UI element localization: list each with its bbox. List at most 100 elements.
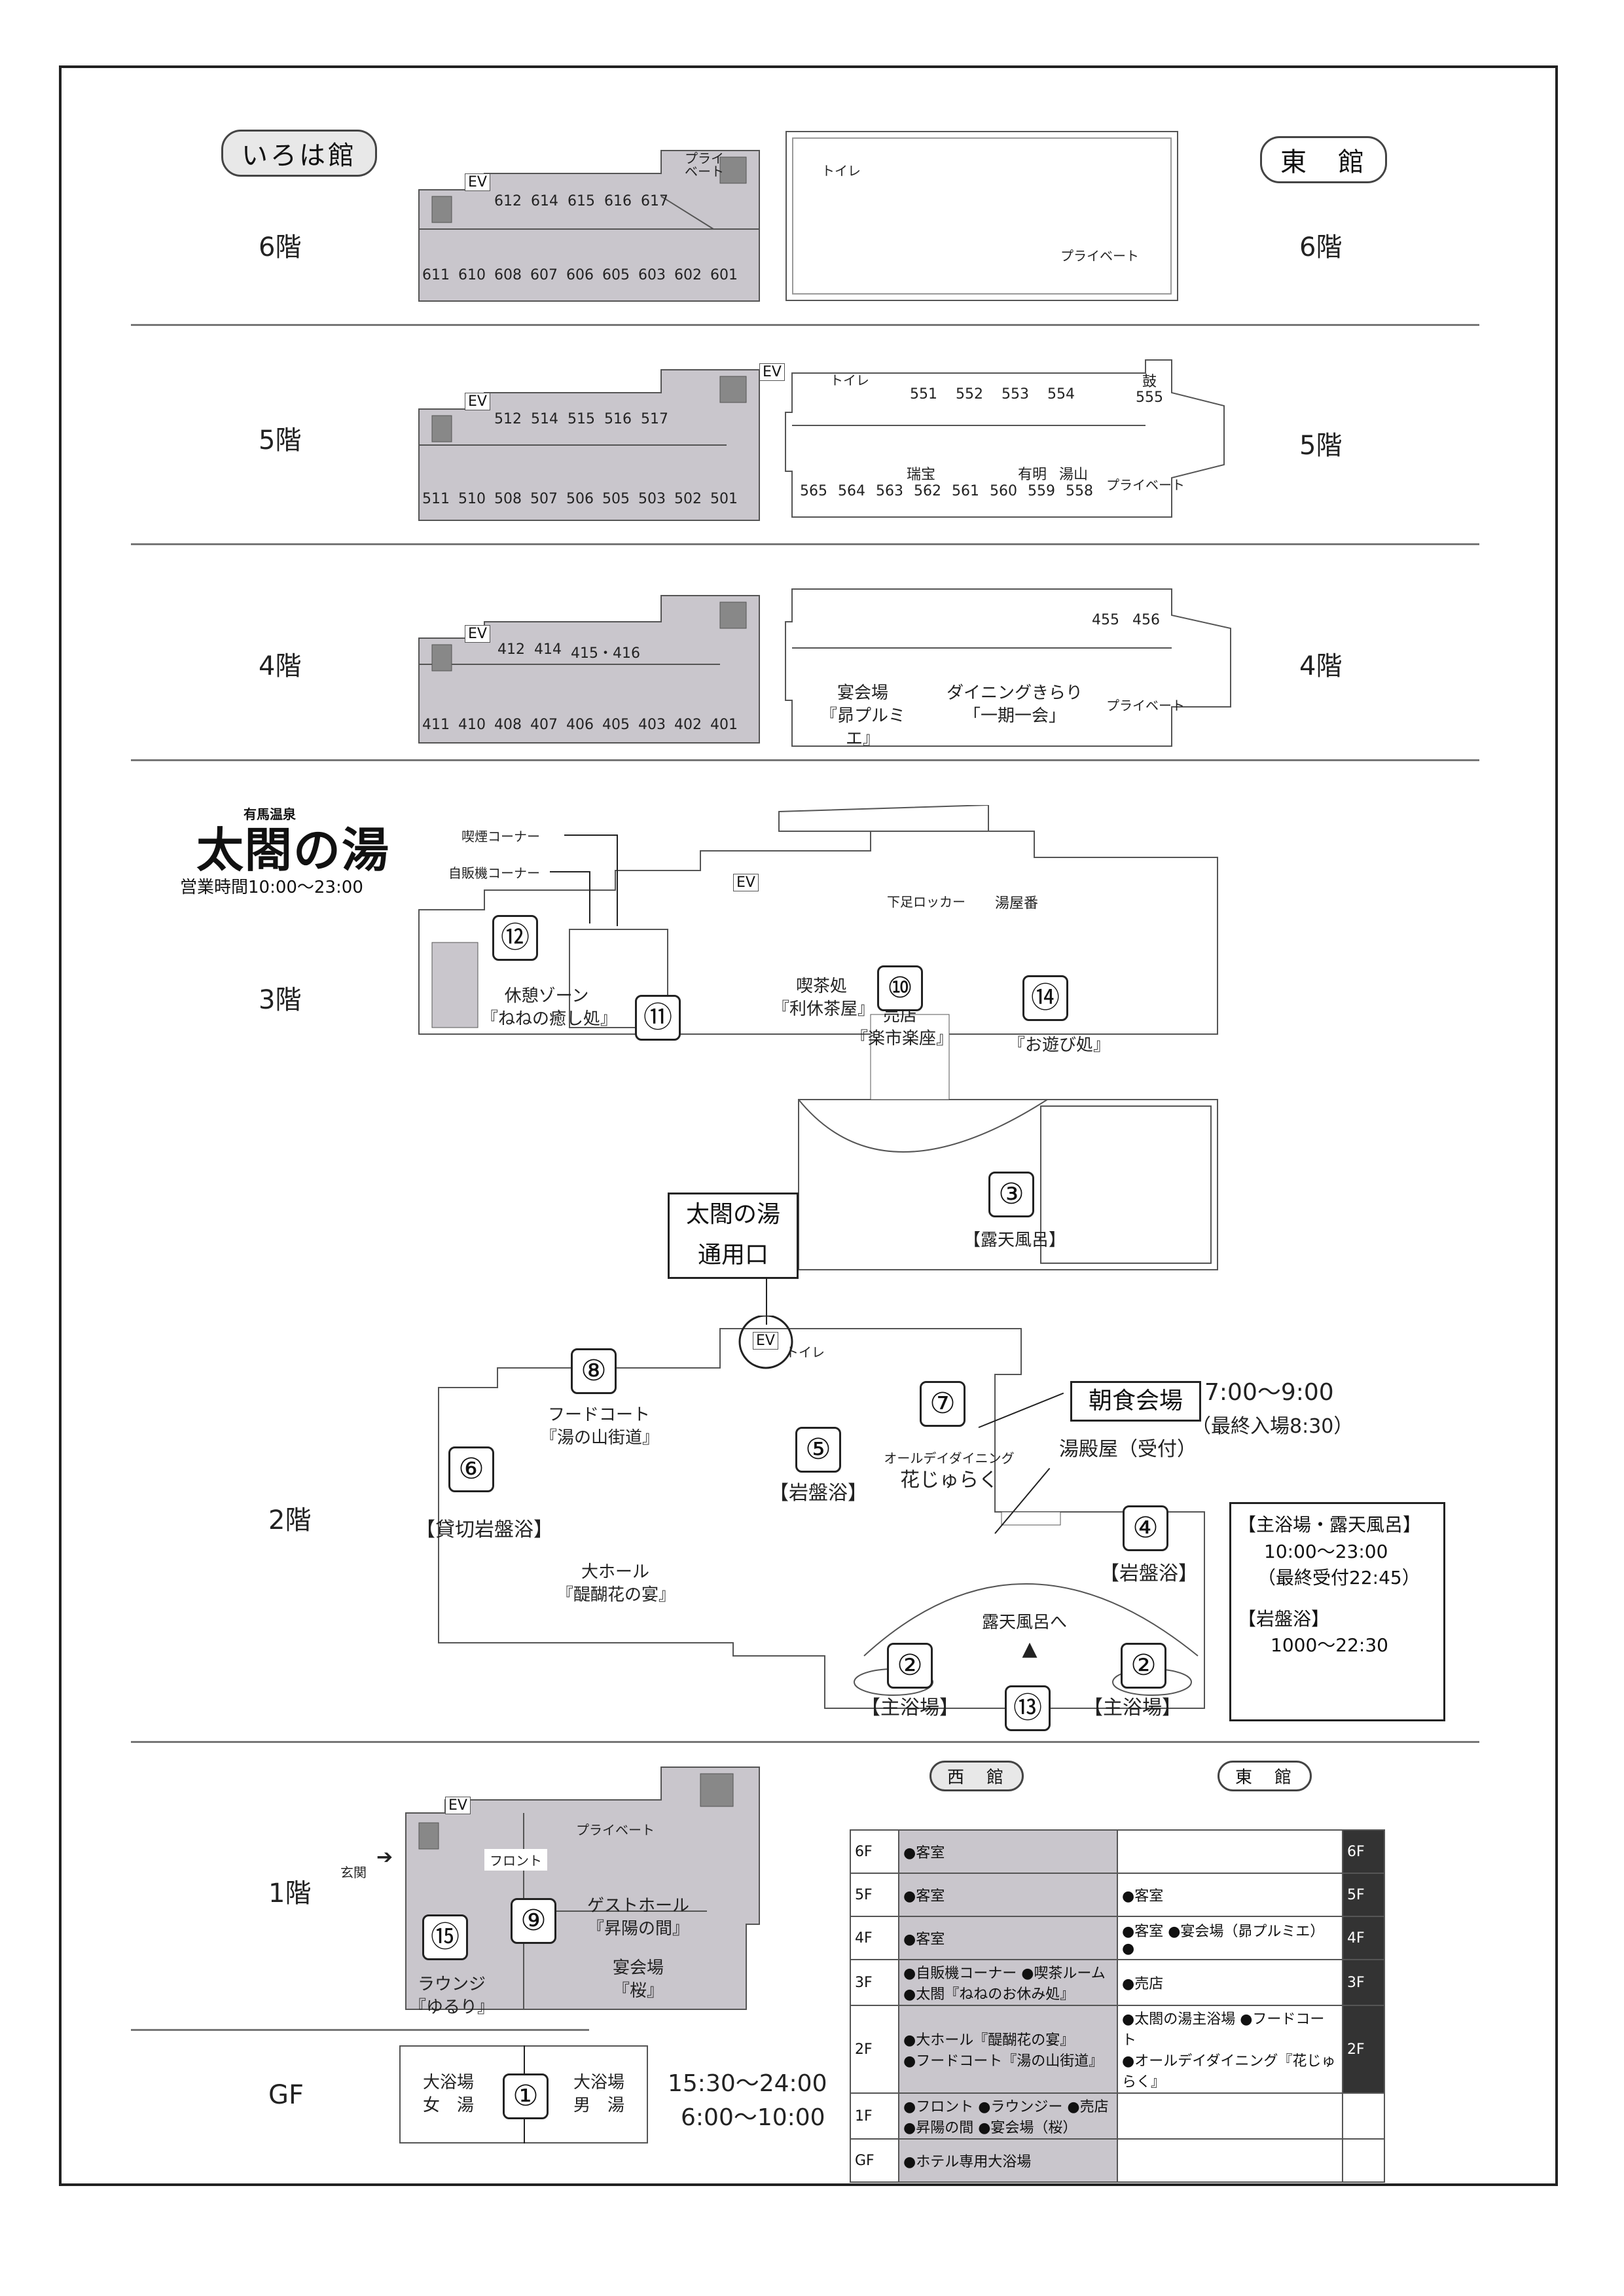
badge-10: ⑩ [877,965,923,1011]
elevator-label: EV [733,874,759,891]
directory-cell-fr: 5F [1342,1873,1385,1917]
room-number: 402 [674,717,702,733]
room-number: 502 [674,491,702,507]
directory-cell-west: ●フロント ●ラウンジー ●売店 ●昇陽の間 ●宴会場（桜） [898,2092,1118,2140]
badge-7: ⑦ [920,1381,965,1427]
iroha-building-label: いろは館 [221,130,377,177]
room-number: 559 [1028,483,1055,499]
room-number: 617 [641,193,668,209]
room-number: 565 [800,483,827,499]
rest-zone-nene: 休憩ゾーン『ねねの癒し処』 [481,986,618,1030]
arrow-up-icon: ▲ [1022,1638,1038,1660]
room-number: 405 [602,717,630,733]
room-yuyama: 湯山 [1059,467,1089,483]
directory-row: GF●ホテル専用大浴場 [850,2138,1385,2183]
reception-yudonoya: 湯殿屋（受付） [1059,1438,1197,1461]
room-number: 616 [604,193,632,209]
arrow-right-icon: ➔ [376,1846,393,1869]
great-hall-daigo: 大ホール『醍醐花の宴』 [556,1562,676,1605]
directory-cell-fr: 2F [1342,2005,1385,2094]
directory-cell-east: ●太閤の湯主浴場 ●フードコート ●オールデイダイニング『花じゅらく』 [1117,2005,1343,2094]
badge-6: ⑥ [448,1446,494,1492]
room-number: 554 [1047,386,1075,403]
badge-5: ⑤ [795,1427,841,1473]
vending-corner-label: 自販機コーナー [448,865,540,881]
directory-cell-fl: 3F [850,1959,899,2006]
room-number: 610 [458,267,486,283]
directory-west-label: 西 館 [929,1761,1024,1791]
room-zuiho: 瑞宝 [907,467,936,483]
directory-cell-east: ●売店 [1117,1959,1343,2006]
dining-kirari: ダイニングきらり「一期一会」 [946,683,1083,726]
divider [131,543,1479,545]
directory-cell-east: ●客室 [1117,1873,1343,1917]
room-number: 511 [422,491,450,507]
outdoor-bath-label: 【露天風呂】 [963,1230,1066,1250]
directory-cell-west: ●客室 [898,1829,1118,1874]
floor-label-1: 1階 [268,1878,312,1909]
room-number: 508 [494,491,522,507]
play-area: 『お遊び処』 [1008,1035,1111,1055]
directory-cell-fl: 1F [850,2092,899,2140]
room-number: 601 [710,267,738,283]
lounge-yururi: ラウンジ『ゆるり』 [408,1975,494,2018]
ganban-label: 【岩盤浴】 [769,1482,867,1505]
directory-cell-fr: 3F [1342,1959,1385,2006]
room-number: 602 [674,267,702,283]
floor-label-5-east: 5階 [1299,431,1343,461]
yuyaban-label: 湯屋番 [995,895,1039,912]
allday-dining-hanajuraku: オールデイダイニング花じゅらく [884,1450,1015,1492]
room-number: 411 [422,717,450,733]
directory-cell-fr [1342,2138,1385,2183]
room-555: 555 [1136,389,1163,406]
badge-13: ⑬ [1005,1685,1051,1731]
room-number: 562 [914,483,941,499]
room-number: 507 [530,491,558,507]
gf-hours-2: 6:00～10:00 [681,2104,825,2131]
floor-label-5: 5階 [259,425,302,456]
badge-11: ⑪ [635,995,681,1041]
badge-3: ③ [988,1172,1034,1217]
directory-cell-east [1117,1829,1343,1874]
room-number: 552 [956,386,983,403]
directory-cell-west: ●客室 [898,1916,1118,1960]
private-area-label: プライベート [1106,698,1185,713]
room-number: 605 [602,267,630,283]
room-number: 612 [494,193,522,209]
directory-row: 1F●フロント ●ラウンジー ●売店 ●昇陽の間 ●宴会場（桜） [850,2092,1385,2140]
room-number: 414 [534,641,562,658]
room-number: 510 [458,491,486,507]
room-number: 514 [531,411,558,427]
room-number: 501 [710,491,738,507]
divider [131,759,1479,761]
room-number: 558 [1066,483,1093,499]
room-number: 606 [566,267,594,283]
ganban-label-east: 【岩盤浴】 [1100,1562,1198,1585]
directory-cell-fl: 4F [850,1916,899,1960]
men-bath: 大浴場男 湯 [573,2073,624,2116]
cafe-rikyu: 喫茶処『利休茶屋』 [772,977,875,1020]
elevator-label: EV [759,363,785,381]
room-number: 410 [458,717,486,733]
banquet-sakura: 宴会場『桜』 [612,1958,664,2001]
room-number: 551 [910,386,937,403]
room-number: 517 [641,411,668,427]
room-number: 560 [990,483,1017,499]
room-number: 505 [602,491,630,507]
directory-cell-fr: 6F [1342,1829,1385,1874]
private-area-label: プライベート [685,151,724,179]
floor-label-3: 3階 [259,985,302,1015]
room-ariake: 有明 [1018,467,1047,483]
room-number: 553 [1001,386,1029,403]
room-number: 564 [838,483,865,499]
room-number: 603 [638,267,666,283]
women-bath: 大浴場女 湯 [422,2073,474,2116]
room-number: 516 [604,411,632,427]
elevator-label: EV [465,173,490,191]
main-bath-left: 【主浴場】 [861,1696,959,1719]
directory-cell-east [1117,2138,1343,2183]
toilet-label: トイレ [821,163,861,179]
room-number: 506 [566,491,594,507]
